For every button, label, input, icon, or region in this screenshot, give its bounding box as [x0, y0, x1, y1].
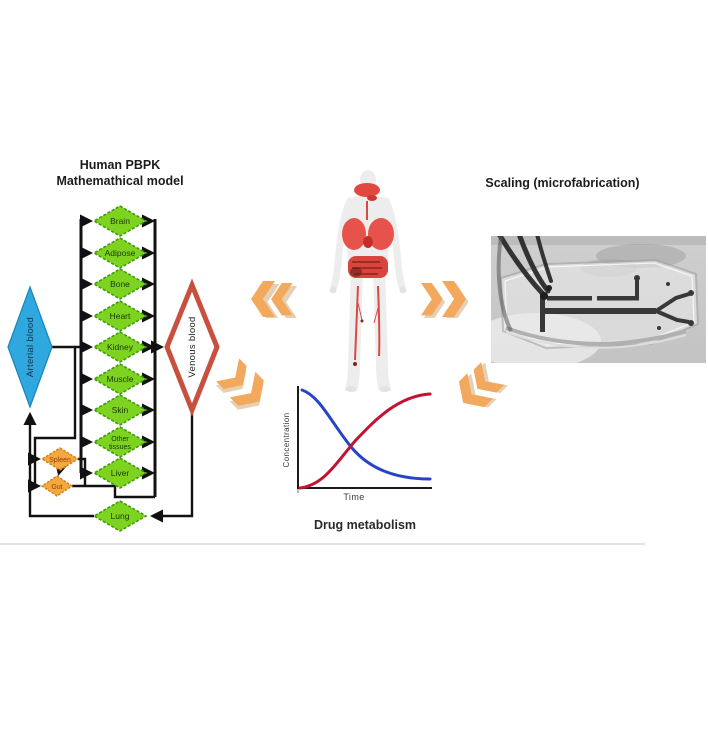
pbpk-title-line2: Mathemathical model	[56, 173, 184, 188]
adipose-label: Adipose	[105, 248, 136, 258]
other-tissues-label-line2: tissues	[109, 444, 131, 451]
scaling-title: Scaling (microfabrication)	[485, 176, 640, 190]
heart-label: Heart	[110, 311, 131, 321]
human-body-illustration	[329, 170, 407, 392]
chevron-left-icon	[251, 281, 297, 318]
pbpk-flowchart: Arterial blood Venous blood Brain Adipos…	[7, 205, 220, 532]
pbpk-title-line1: Human PBPK	[79, 158, 161, 172]
x-axis-label: Time	[343, 492, 364, 502]
node-heart	[92, 300, 148, 332]
gut-label: Gut	[51, 484, 62, 491]
increasing-curve	[298, 392, 432, 490]
chart-caption: Drug metabolism	[313, 518, 417, 532]
node-arterial-blood: Arterial blood	[7, 285, 53, 409]
venous-blood-label: Venous blood	[187, 316, 198, 377]
drug-metabolism-chart: Concentration Time	[282, 386, 432, 502]
chart-axes	[297, 386, 432, 489]
node-spleen	[40, 447, 80, 471]
y-axis-label: Concentration	[282, 412, 291, 467]
node-bone	[92, 268, 148, 300]
divider-line	[0, 543, 645, 545]
brain-label: Brain	[110, 216, 130, 226]
bone-label: Bone	[110, 279, 130, 289]
skin-label: Skin	[112, 405, 129, 415]
pbpk-title: Human PBPK Mathemathical model	[25, 158, 215, 189]
flow-connectors	[23, 214, 194, 523]
body-limbs	[330, 197, 406, 392]
other-tissues-label-line1: Other	[111, 436, 129, 443]
node-skin	[92, 394, 148, 426]
microfluidic-device-photo	[491, 236, 706, 363]
chevron-right-icon	[421, 281, 469, 318]
node-lung	[92, 500, 148, 532]
node-venous-blood: Venous blood	[164, 278, 220, 417]
highlighted-organs	[342, 183, 394, 366]
liver-label: Liver	[111, 468, 130, 478]
node-other-tissues	[92, 426, 148, 458]
node-muscle	[92, 363, 148, 395]
node-kidney	[92, 331, 148, 363]
arterial-blood-label: Arterial blood	[25, 317, 36, 377]
chevron-down-left-icon	[458, 362, 508, 408]
chevron-down-right-icon	[215, 358, 264, 410]
node-brain	[92, 205, 148, 237]
node-gut	[40, 475, 74, 497]
node-liver	[92, 457, 148, 489]
muscle-label: Muscle	[107, 374, 134, 384]
microchannels	[540, 275, 670, 332]
spleen-label: Spleen	[49, 457, 71, 464]
body-feet	[329, 286, 407, 392]
lung-label: Lung	[111, 511, 130, 521]
kidney-label: Kidney	[107, 342, 134, 352]
node-adipose	[92, 237, 148, 269]
decreasing-curve	[300, 388, 432, 481]
